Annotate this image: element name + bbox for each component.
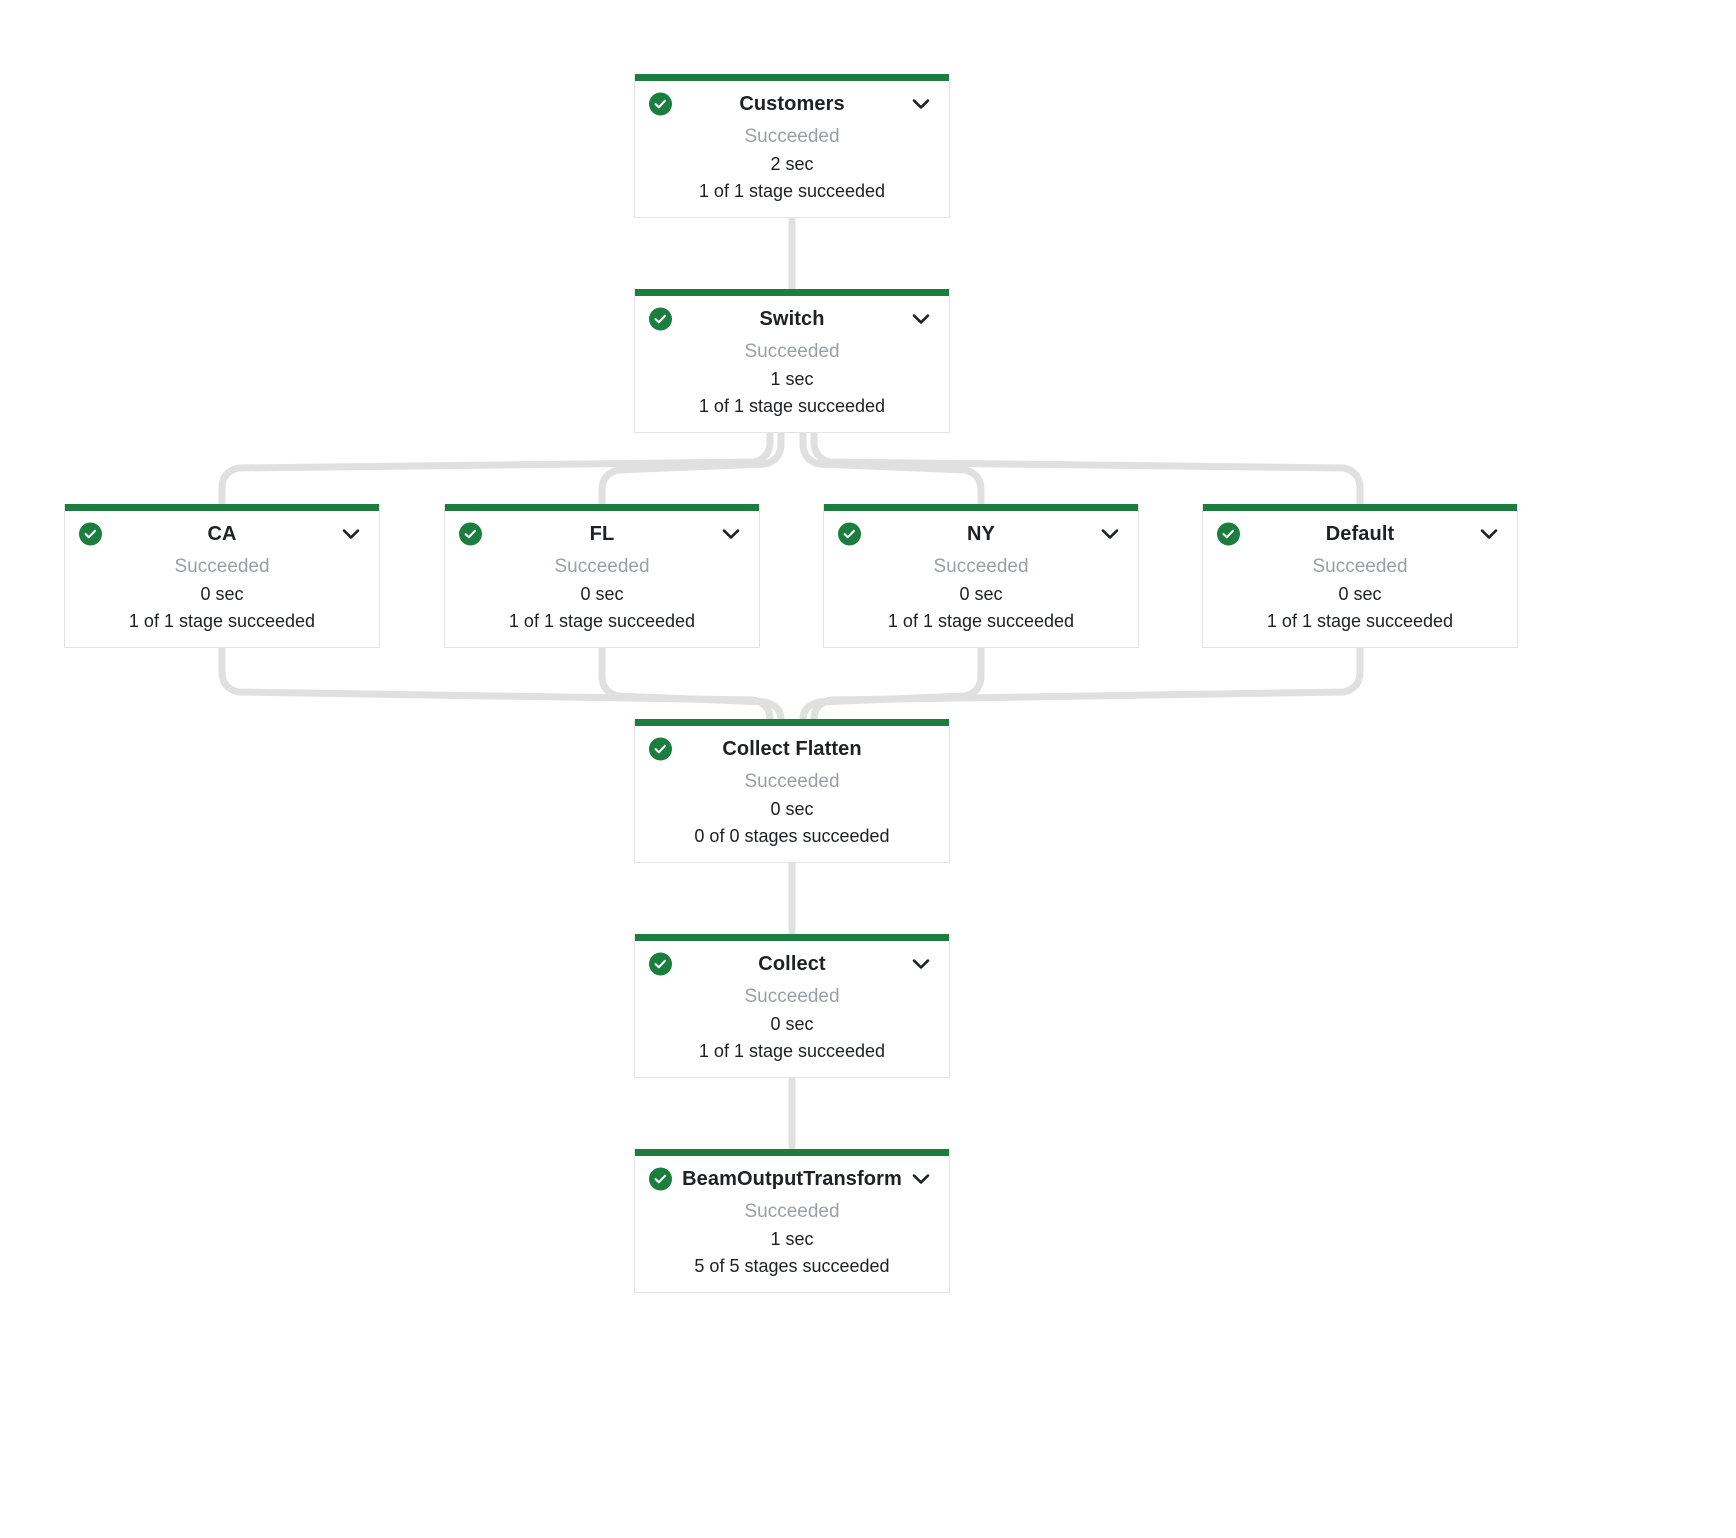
chevron-down-icon[interactable] <box>911 954 931 974</box>
node-body: FL Succeeded 0 sec 1 of 1 stage succeeded <box>445 511 759 647</box>
node-stages-text: 1 of 1 stage succeeded <box>1266 610 1454 631</box>
node-header[interactable]: Default <box>1203 517 1517 551</box>
node-status-text: Succeeded <box>174 556 270 577</box>
node-status-accent-bar <box>635 289 949 296</box>
node-status-text: Succeeded <box>1312 556 1408 577</box>
node-header[interactable]: CA <box>65 517 379 551</box>
node-title: Collect Flatten <box>722 737 862 760</box>
edge-ca-collect-flatten <box>218 635 774 723</box>
node-duration-text: 2 sec <box>770 153 814 174</box>
check-circle-icon <box>649 307 672 331</box>
node-title: FL <box>589 522 615 545</box>
node-duration-text: 0 sec <box>1338 583 1382 604</box>
check-circle-icon <box>79 522 102 546</box>
node-status-accent-bar <box>824 504 1138 511</box>
node-duration-text: 0 sec <box>770 1013 814 1034</box>
edge-switch-ca <box>218 420 774 508</box>
node-status-accent-bar <box>635 74 949 81</box>
node-body: CA Succeeded 0 sec 1 of 1 stage succeeded <box>65 511 379 647</box>
edge-switch-ny <box>799 420 985 508</box>
node-status-accent-bar <box>635 1149 949 1156</box>
chevron-down-icon[interactable] <box>1100 524 1120 544</box>
chevron-down-icon[interactable] <box>911 309 931 329</box>
edge-default-collect-flatten <box>810 635 1364 723</box>
chevron-down-icon[interactable] <box>721 524 741 544</box>
node-stages-text: 1 of 1 stage succeeded <box>698 395 886 416</box>
check-circle-icon <box>649 92 672 116</box>
node-stages-text: 1 of 1 stage succeeded <box>508 610 696 631</box>
node-header[interactable]: Switch <box>635 302 949 336</box>
node-status-text: Succeeded <box>933 556 1029 577</box>
node-header[interactable]: Customers <box>635 87 949 121</box>
node-stages-text: 1 of 1 stage succeeded <box>698 180 886 201</box>
node-duration-text: 0 sec <box>770 798 814 819</box>
check-circle-icon <box>649 952 672 976</box>
node-fl[interactable]: FL Succeeded 0 sec 1 of 1 stage succeeded <box>444 504 760 648</box>
node-status-text: Succeeded <box>744 771 840 792</box>
node-stages-text: 1 of 1 stage succeeded <box>698 1040 886 1061</box>
node-title: CA <box>207 522 237 545</box>
node-header[interactable]: FL <box>445 517 759 551</box>
edge-switch-fl <box>598 420 785 508</box>
node-title: NY <box>967 522 995 545</box>
edge-switch-default <box>810 420 1364 508</box>
node-status-accent-bar <box>635 934 949 941</box>
check-circle-icon <box>1217 522 1240 546</box>
node-duration-text: 1 sec <box>770 368 814 389</box>
node-stages-text: 5 of 5 stages succeeded <box>694 1255 890 1276</box>
chevron-down-icon[interactable] <box>1479 524 1499 544</box>
node-status-accent-bar <box>1203 504 1517 511</box>
edge-fl-collect-flatten <box>598 635 785 723</box>
node-status-text: Succeeded <box>744 126 840 147</box>
check-circle-icon <box>649 1167 672 1191</box>
node-ca[interactable]: CA Succeeded 0 sec 1 of 1 stage succeeded <box>64 504 380 648</box>
node-ny[interactable]: NY Succeeded 0 sec 1 of 1 stage succeeded <box>823 504 1139 648</box>
edge-ny-collect-flatten <box>799 635 985 723</box>
node-status-accent-bar <box>635 719 949 726</box>
node-status-text: Succeeded <box>744 1201 840 1222</box>
node-title: BeamOutputTransform <box>682 1167 902 1190</box>
check-circle-icon <box>838 522 861 546</box>
node-header[interactable]: BeamOutputTransform <box>635 1162 949 1196</box>
node-duration-text: 0 sec <box>580 583 624 604</box>
node-duration-text: 0 sec <box>200 583 244 604</box>
node-status-text: Succeeded <box>744 341 840 362</box>
node-duration-text: 1 sec <box>770 1228 814 1249</box>
node-title: Collect <box>758 952 826 975</box>
chevron-down-icon[interactable] <box>341 524 361 544</box>
node-header[interactable]: Collect <box>635 947 949 981</box>
node-duration-text: 0 sec <box>959 583 1003 604</box>
node-stages-text: 1 of 1 stage succeeded <box>128 610 316 631</box>
node-status-accent-bar <box>445 504 759 511</box>
node-stages-text: 1 of 1 stage succeeded <box>887 610 1075 631</box>
node-title: Switch <box>759 307 825 330</box>
node-title: Default <box>1325 522 1395 545</box>
chevron-down-icon[interactable] <box>911 94 931 114</box>
check-circle-icon <box>459 522 482 546</box>
node-header[interactable]: Collect Flatten <box>635 732 949 766</box>
chevron-down-icon[interactable] <box>911 1169 931 1189</box>
node-status-accent-bar <box>65 504 379 511</box>
node-status-text: Succeeded <box>554 556 650 577</box>
node-header[interactable]: NY <box>824 517 1138 551</box>
check-circle-icon <box>649 737 672 761</box>
node-stages-text: 0 of 0 stages succeeded <box>694 825 890 846</box>
node-body: NY Succeeded 0 sec 1 of 1 stage succeeded <box>824 511 1138 647</box>
node-status-text: Succeeded <box>744 986 840 1007</box>
node-title: Customers <box>739 92 845 115</box>
